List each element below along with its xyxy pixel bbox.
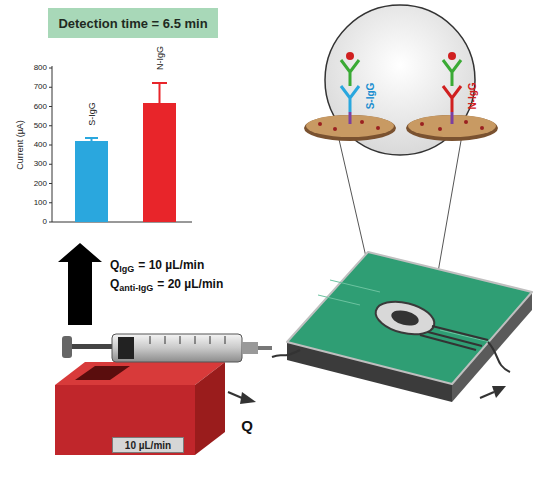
tick-label: 100: [34, 199, 47, 207]
sensor-chip: [287, 252, 532, 402]
rate-text: = 10 µL/min: [138, 258, 204, 272]
box-text: 10 µL/min: [125, 440, 171, 451]
bar-chart: [49, 66, 192, 222]
rate-text: Q: [110, 277, 119, 291]
flow-arrow: [228, 392, 256, 404]
pump-label-plate: 10 µL/min: [112, 437, 184, 453]
title-box: Detection time = 6.5 min: [48, 8, 218, 38]
syringe-pump: [55, 334, 272, 455]
bar-label: N-IgG: [155, 46, 164, 70]
bar: [75, 141, 108, 222]
flow-label: Q: [241, 418, 253, 433]
up-arrow: [58, 243, 102, 325]
error-bar: [85, 138, 98, 141]
tick-label: 300: [34, 160, 47, 168]
error-bar: [152, 83, 167, 103]
tick-label: 400: [34, 141, 47, 149]
tick-label: 600: [34, 103, 47, 111]
rate-text: Q: [110, 258, 119, 272]
flow-arrow: [480, 386, 506, 398]
tube: [272, 350, 300, 357]
bar-label: S-IgG: [87, 102, 96, 126]
axis-title: Current (µA): [16, 120, 25, 170]
wire: [488, 342, 510, 372]
box-text: Detection time = 6.5 min: [58, 16, 207, 31]
bar: [143, 103, 176, 222]
antibody-label: S-IgG: [366, 83, 376, 110]
tick-label: 700: [34, 83, 47, 91]
flow-rate-note: Qanti-IgG = 20 µL/min: [110, 278, 223, 293]
zoom-view: [304, 5, 498, 155]
tick-label: 0: [43, 218, 47, 226]
rate-text: = 20 µL/min: [157, 277, 223, 291]
flow-rate-note: QIgG = 10 µL/min: [110, 259, 204, 274]
tick-label: 500: [34, 122, 47, 130]
subscript: IgG: [119, 264, 134, 274]
subscript: anti-IgG: [119, 283, 153, 293]
antibody-label: N-IgG: [468, 82, 478, 109]
tick-label: 800: [34, 64, 47, 72]
tick-label: 200: [34, 180, 47, 188]
